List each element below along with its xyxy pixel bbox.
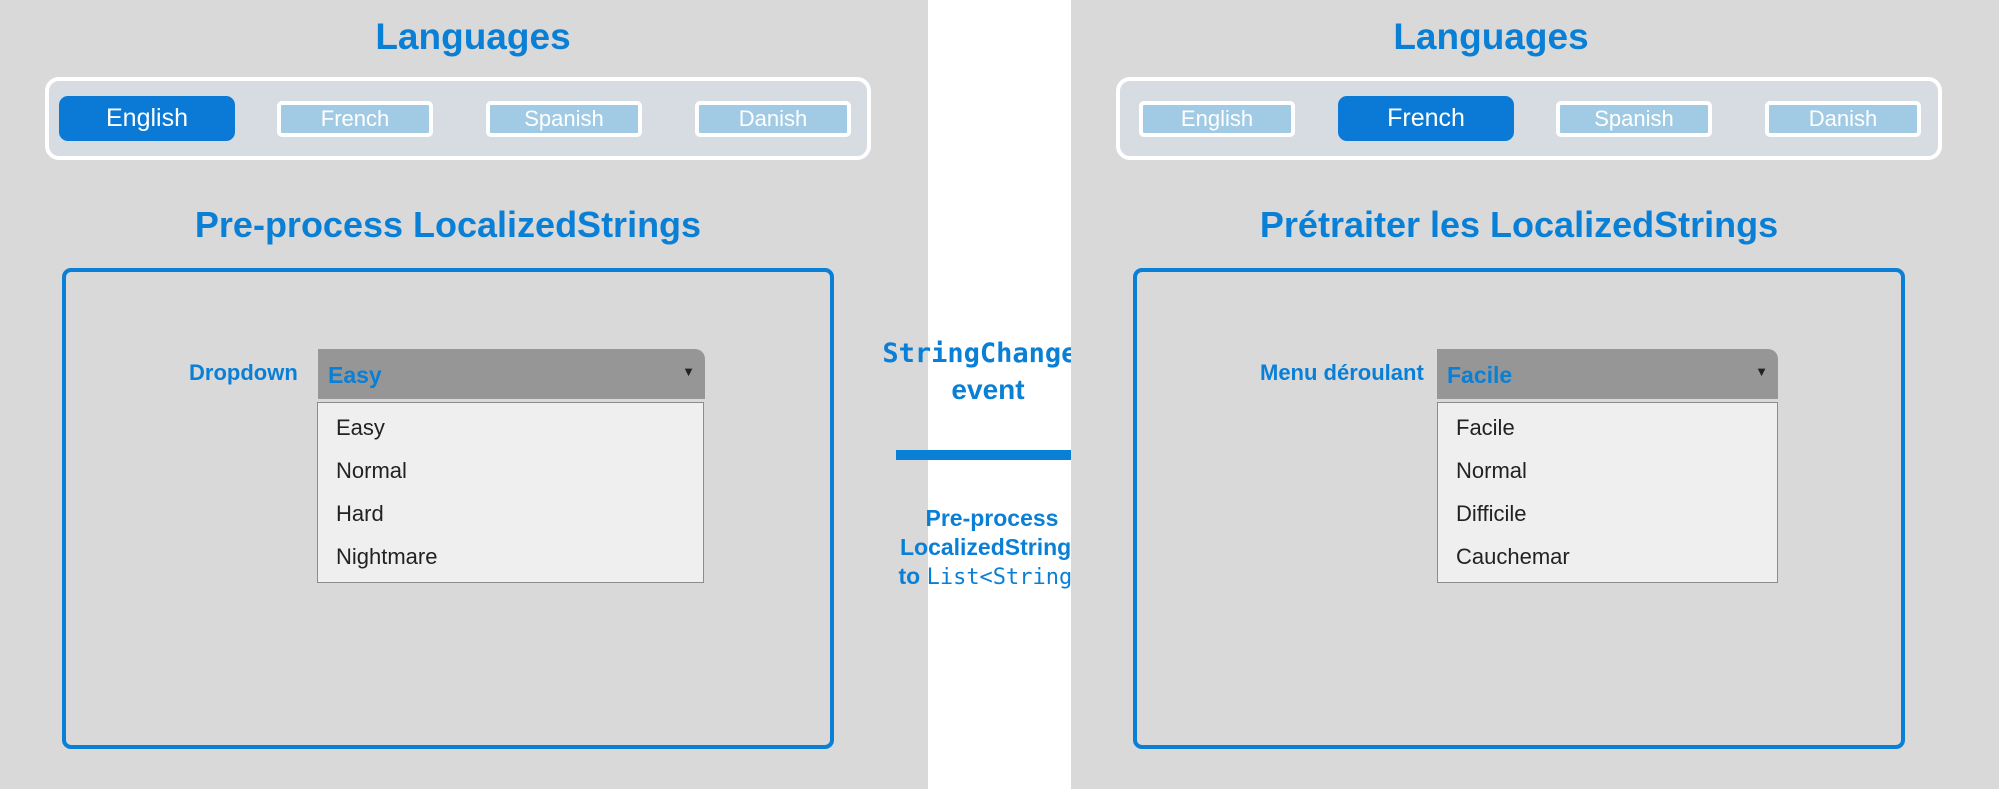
dropdown-option[interactable]: Nightmare <box>336 544 438 569</box>
dropdown-option[interactable]: Cauchemar <box>1456 544 1570 569</box>
language-button-french[interactable]: French <box>1338 96 1514 141</box>
section-title: Pre-process LocalizedStrings <box>194 204 702 245</box>
dropdown-option[interactable]: Facile <box>1456 415 1515 440</box>
language-button-french[interactable]: French <box>277 101 433 137</box>
language-button-spanish[interactable]: Spanish <box>1556 101 1712 137</box>
dropdown-option[interactable]: Hard <box>336 501 384 526</box>
demo-frame <box>62 268 834 749</box>
language-selector: English French Spanish Danish <box>45 77 871 160</box>
left-panel: Languages English French Spanish Danish … <box>0 0 928 789</box>
step-line-1: Pre-process <box>925 505 1059 531</box>
language-button-spanish[interactable]: Spanish <box>486 101 642 137</box>
dropdown-select[interactable]: Facile ▼ <box>1437 349 1778 399</box>
step-to: to <box>898 563 921 589</box>
language-button-danish[interactable]: Danish <box>695 101 851 137</box>
right-panel: Languages English French Spanish Danish … <box>1071 0 1999 789</box>
dropdown-label: Menu déroulant <box>1260 360 1424 385</box>
dropdown-caret-icon: ▼ <box>1755 364 1768 379</box>
dropdown-selected-value: Facile <box>1447 362 1513 388</box>
step-line-3: to List<String> <box>868 563 1116 590</box>
section-title: Prétraiter les LocalizedStrings <box>1259 204 1779 245</box>
dropdown-selected-value: Easy <box>328 362 382 388</box>
event-name: StringChanged <box>882 338 1094 369</box>
dropdown-caret-icon: ▼ <box>682 364 695 379</box>
dropdown-option[interactable]: Difficile <box>1456 501 1527 526</box>
dropdown-label: Dropdown <box>189 360 298 385</box>
language-button-danish[interactable]: Danish <box>1765 101 1921 137</box>
dropdown-option[interactable]: Normal <box>336 458 407 483</box>
step-code: List<String> <box>926 565 1086 590</box>
step-line-2: LocalizedStrings <box>899 534 1085 560</box>
languages-title: Languages <box>1393 16 1589 57</box>
dropdown-option[interactable]: Easy <box>336 415 385 440</box>
event-word: event <box>951 374 1025 405</box>
dropdown-select[interactable]: Easy ▼ <box>318 349 705 399</box>
language-button-english[interactable]: English <box>59 96 235 141</box>
demo-frame <box>1133 268 1905 749</box>
dropdown-options-list: Facile Normal Difficile Cauchemar <box>1437 402 1778 583</box>
languages-title: Languages <box>375 16 571 57</box>
language-selector: English French Spanish Danish <box>1116 77 1942 160</box>
dropdown-options-list: Easy Normal Hard Nightmare <box>317 402 704 583</box>
language-button-english[interactable]: English <box>1139 101 1295 137</box>
dropdown-option[interactable]: Normal <box>1456 458 1527 483</box>
